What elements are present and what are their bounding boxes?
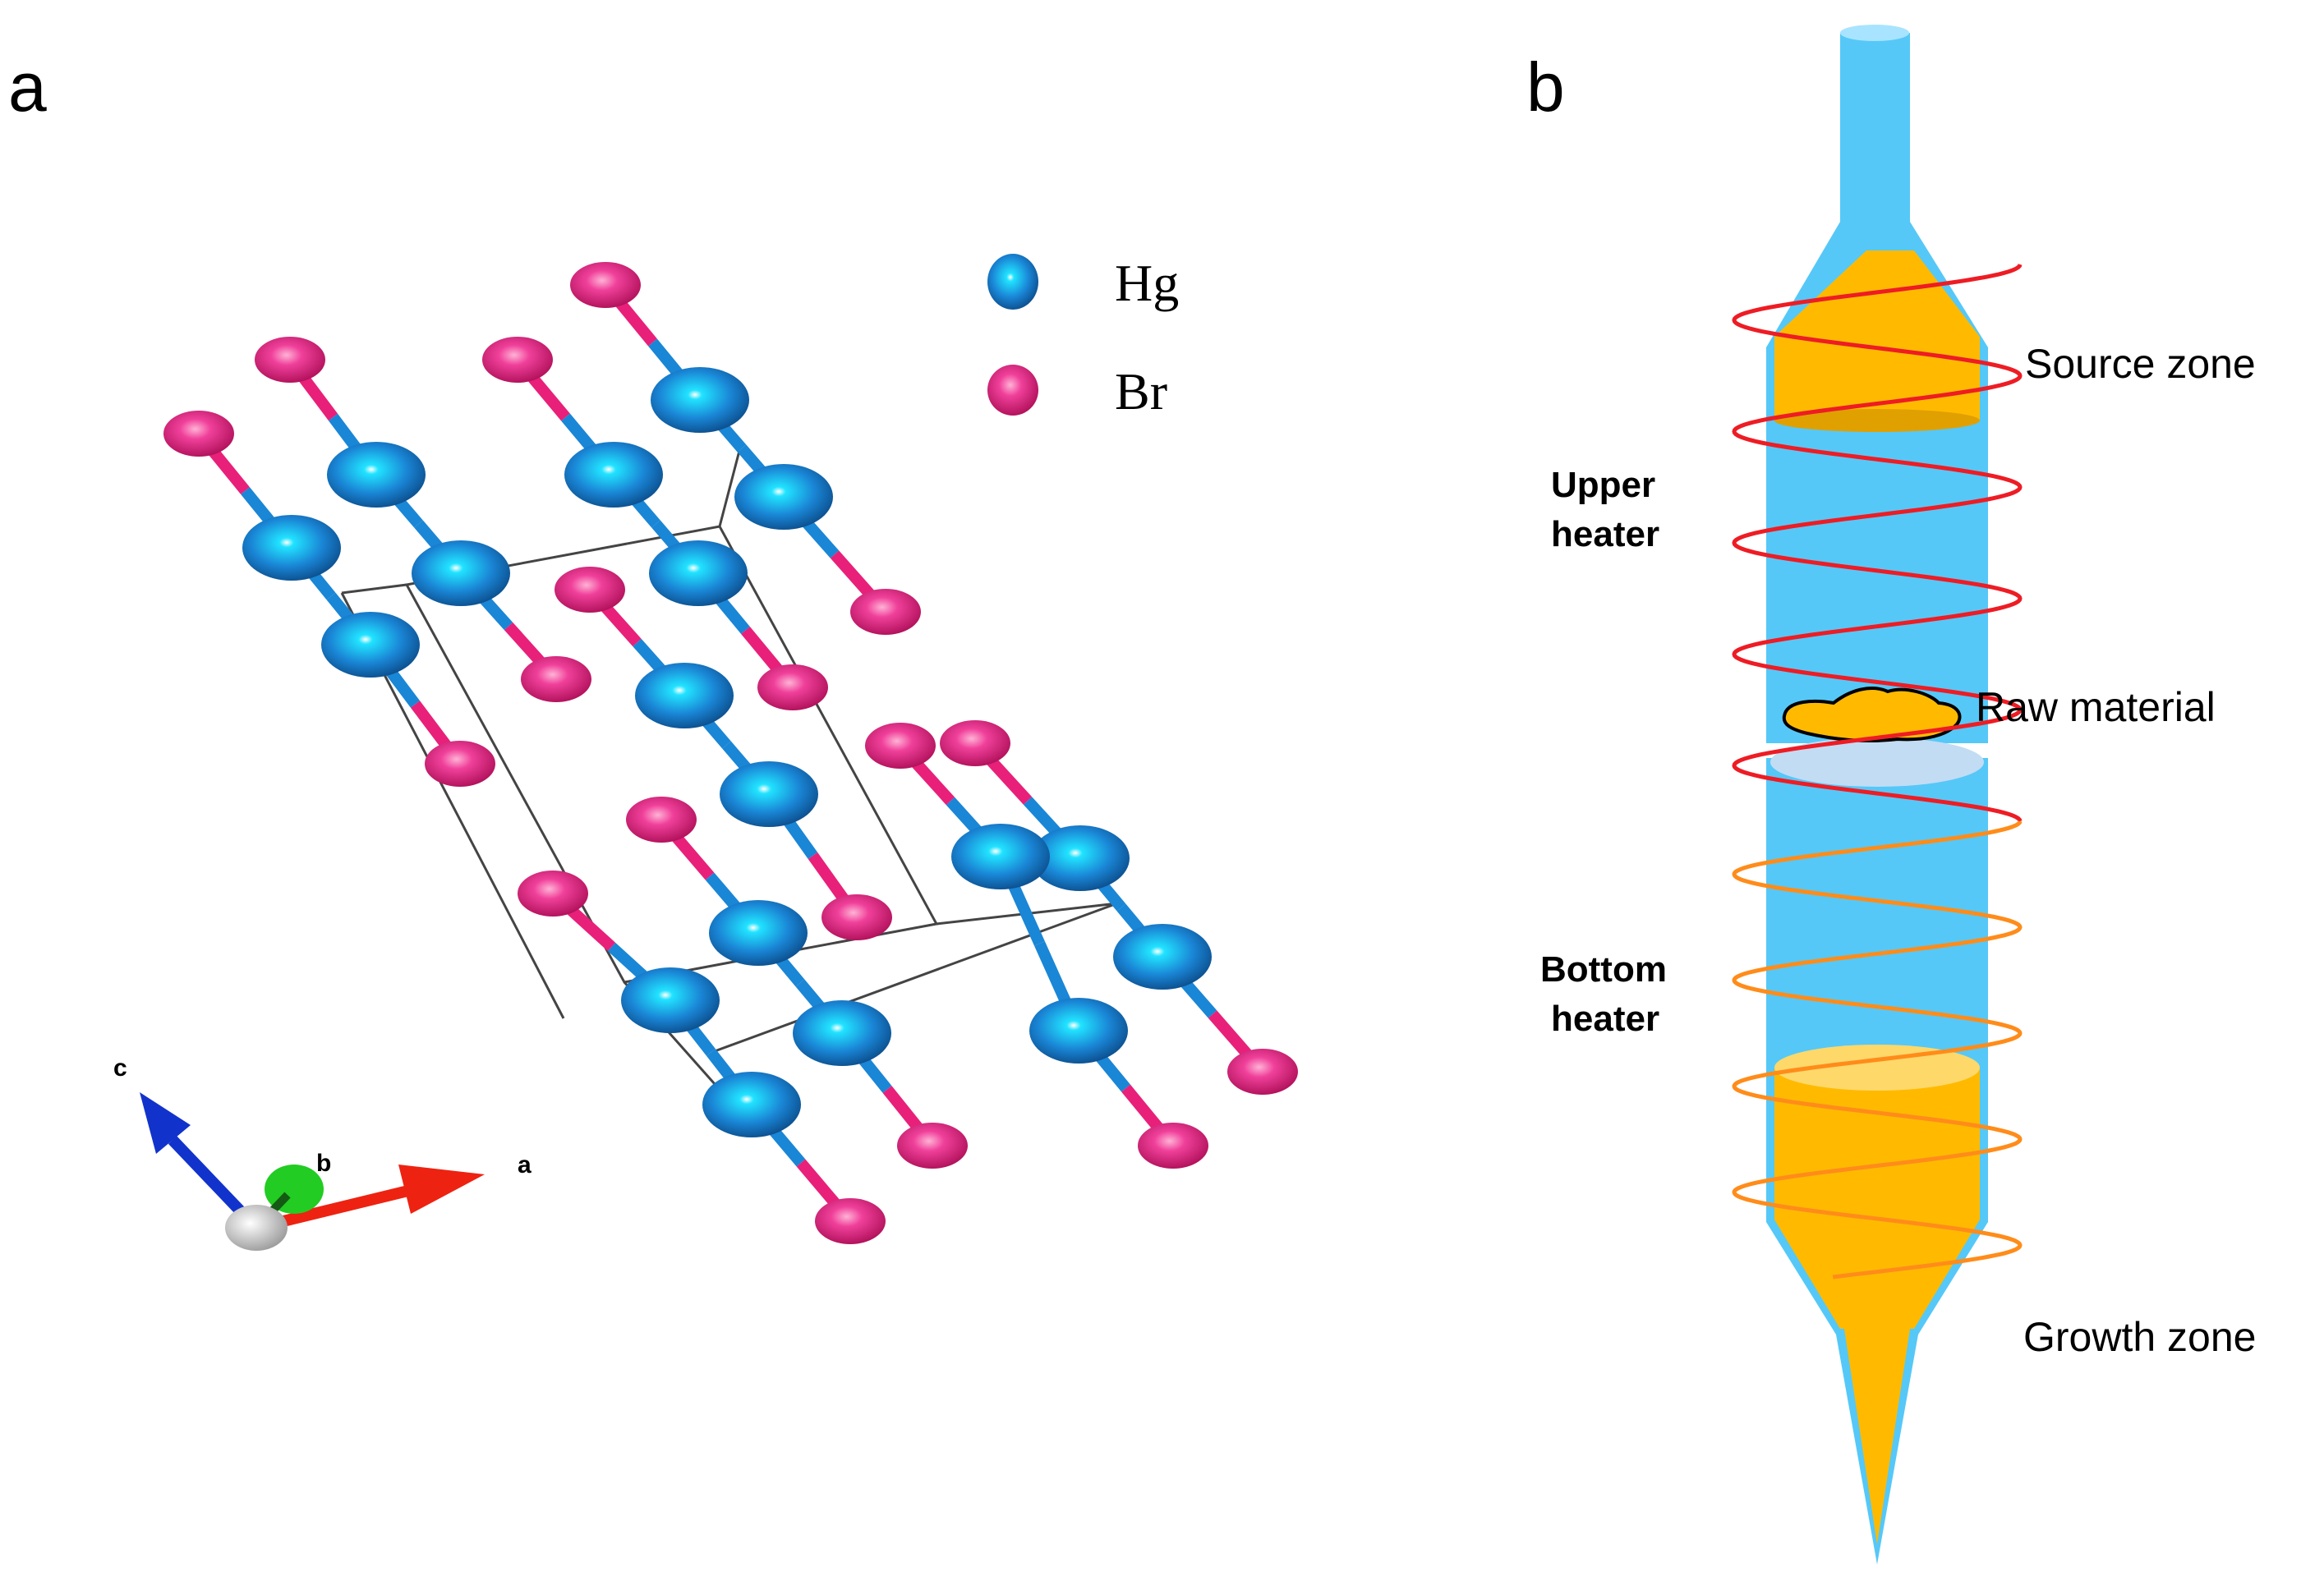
upper-heater-label-line2: heater	[1551, 514, 1659, 554]
hg-legend-swatch	[987, 254, 1038, 310]
legend: Hg Br	[987, 254, 1179, 420]
axis-origin-sphere	[225, 1205, 288, 1251]
br-atom	[163, 411, 234, 457]
hg-atom	[1031, 825, 1130, 891]
atoms	[163, 262, 1298, 1244]
br-legend-swatch	[987, 365, 1038, 416]
br-atom	[897, 1123, 968, 1169]
br-atom	[865, 723, 936, 769]
br-atom	[815, 1198, 886, 1244]
panel-a-label: a	[8, 48, 47, 126]
hg-atom	[327, 442, 426, 508]
hg-atom	[1029, 998, 1128, 1064]
br-atom	[570, 262, 641, 308]
br-atom	[940, 720, 1010, 766]
hg-atom	[412, 540, 510, 606]
source-charge-base	[1774, 409, 1980, 432]
growth-zone-label: Growth zone	[2023, 1314, 2256, 1360]
legend-item-hg: Hg	[987, 254, 1179, 312]
br-atom	[255, 337, 325, 383]
raw-material-label: Raw material	[1976, 684, 2216, 730]
upper-heater-coil	[1732, 264, 2023, 822]
upper-heater-label-line1: Upper	[1551, 465, 1655, 505]
br-atom	[757, 664, 828, 710]
panel-b: b Source zone	[1526, 25, 2256, 1564]
legend-hg-label: Hg	[1115, 254, 1179, 312]
growth-cone	[1774, 1220, 1980, 1329]
crystal-axes: c b a	[113, 1054, 532, 1251]
hg-atom	[321, 612, 420, 678]
hg-atom	[651, 367, 749, 433]
hg-atom	[635, 663, 734, 728]
hg-atom	[621, 967, 720, 1033]
br-atom	[850, 589, 921, 635]
hg-atom	[793, 1000, 891, 1066]
axis-a-label: a	[518, 1151, 532, 1178]
bottom-heater-coil	[1732, 820, 2023, 1279]
hg-atom	[734, 464, 833, 530]
br-atom	[482, 337, 553, 383]
panel-a: a Hg Br	[8, 48, 1298, 1251]
hg-atom	[1113, 924, 1212, 990]
source-charge	[1774, 250, 1980, 420]
growth-tip	[1844, 1329, 1910, 1544]
axis-c-label: c	[113, 1054, 127, 1082]
hg-atom	[951, 824, 1050, 889]
hg-atom	[242, 515, 341, 581]
hg-atom	[709, 900, 808, 966]
br-atom	[1227, 1049, 1298, 1095]
br-atom	[821, 894, 892, 940]
bottom-heater-label-line1: Bottom	[1540, 949, 1667, 990]
br-atom	[1138, 1123, 1208, 1169]
hg-atom	[720, 761, 818, 827]
br-atom	[521, 656, 591, 702]
ampoule-neck	[1840, 33, 1910, 226]
hg-atom	[649, 540, 748, 606]
axis-b-label: b	[316, 1150, 331, 1177]
br-atom	[555, 567, 625, 613]
source-zone-label: Source zone	[2025, 341, 2256, 387]
br-atom	[626, 797, 697, 843]
legend-item-br: Br	[987, 362, 1167, 420]
hg-atom	[564, 442, 663, 508]
ampoule-joint	[1770, 737, 1984, 787]
growth-charge	[1774, 1068, 1980, 1220]
axis-a-arrowhead	[398, 1165, 485, 1214]
source-material	[1774, 250, 1980, 432]
axis-c-arrowhead	[140, 1092, 191, 1154]
growth-charge-top	[1774, 1045, 1980, 1091]
bottom-heater-label-line2: heater	[1551, 999, 1659, 1039]
legend-br-label: Br	[1115, 362, 1167, 420]
raw-material-blob	[1782, 687, 1962, 743]
growth-material	[1774, 1045, 1980, 1544]
hg-atom	[702, 1072, 801, 1137]
br-atom	[425, 741, 495, 787]
panel-b-label: b	[1526, 48, 1565, 126]
br-atom	[518, 871, 588, 917]
ampoule-neck-top	[1840, 25, 1909, 41]
